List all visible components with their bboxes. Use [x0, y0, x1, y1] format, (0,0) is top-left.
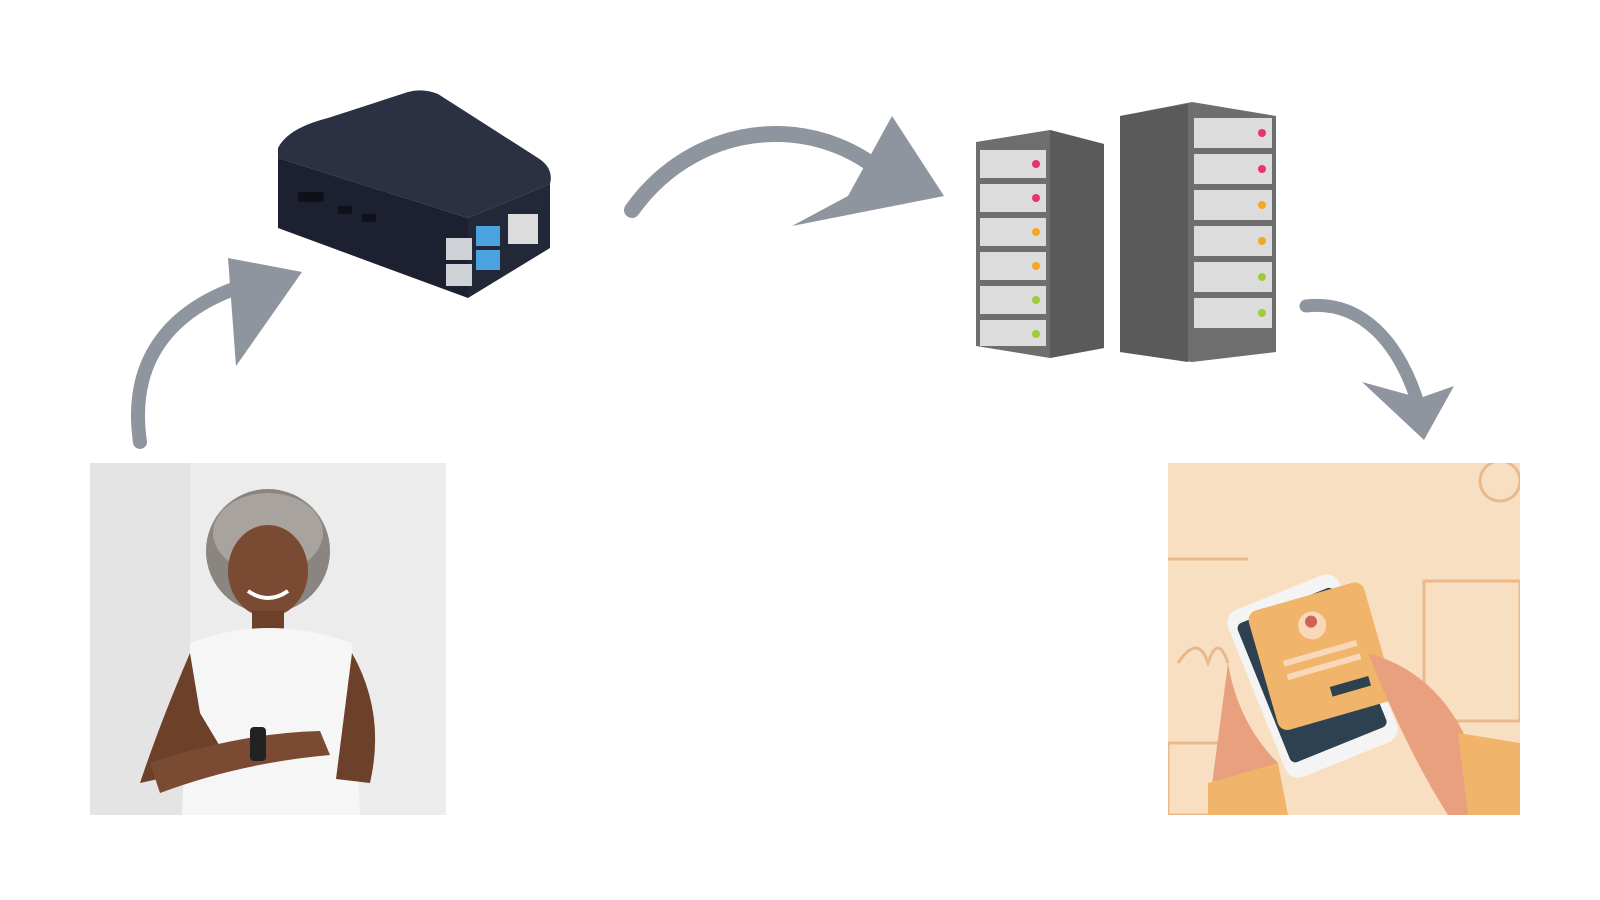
single-board-computer-icon: [268, 88, 568, 310]
smartphone-app-illustration: [1168, 463, 1520, 815]
person-smartwatch-photo: [90, 463, 446, 815]
arrow-servers-to-phone: [1299, 298, 1454, 440]
left-rack-drives: [980, 150, 1046, 346]
server-racks-icon: [970, 96, 1290, 366]
arrow-device-to-servers: [624, 116, 944, 226]
right-rack-drives: [1194, 118, 1272, 328]
